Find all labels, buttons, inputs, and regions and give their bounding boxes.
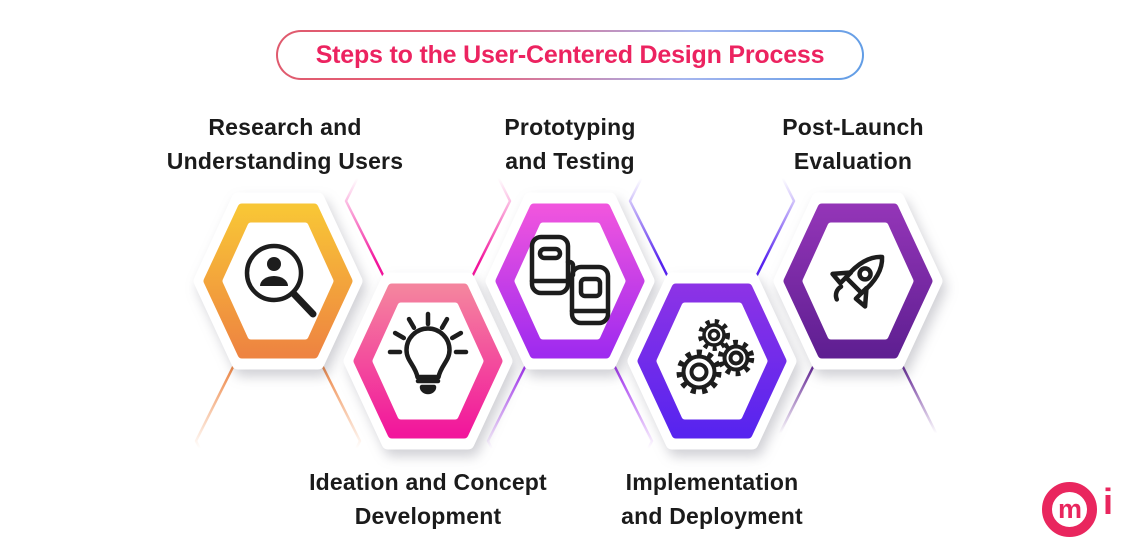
brand-logo: m i [1042,479,1124,537]
title-pill-inner: Steps to the User-Centered Design Proces… [278,32,862,78]
hexagon-step-ideation [343,272,513,450]
gears-icon [676,319,755,395]
logo-letter-m: m [1058,494,1083,524]
prototype-devices-icon [529,234,611,326]
rocket-icon [830,254,885,309]
ghost-hex-research [194,363,362,519]
user-search-icon [244,243,317,318]
hexagon-step-implementation [627,272,797,450]
hex-inner-face [372,302,484,420]
ghost-hex-post-launch [774,363,942,519]
ghost-hex-prototyping [486,363,654,519]
logo-letter-i: i [1103,481,1114,522]
ghost-hex-ideation [344,123,512,279]
page-title: Steps to the User-Centered Design Proces… [315,40,825,69]
ghost-hex-implementation [628,123,796,279]
hexagon-step-post-launch [773,192,943,370]
step-label-prototyping: Prototyping and Testing [504,114,636,174]
step-label-implementation: Implementation and Deployment [621,469,803,529]
logo-ring [1042,482,1097,537]
hex-inner-face [802,222,914,340]
hexagon-step-research [193,192,363,370]
title-pill: Steps to the User-Centered Design Proces… [276,30,864,80]
step-label-post-launch: Post-Launch Evaluation [782,114,924,174]
step-label-research: Research and Understanding Users [166,114,404,174]
lightbulb-icon [387,311,469,395]
hexagon-step-prototyping [485,192,655,370]
